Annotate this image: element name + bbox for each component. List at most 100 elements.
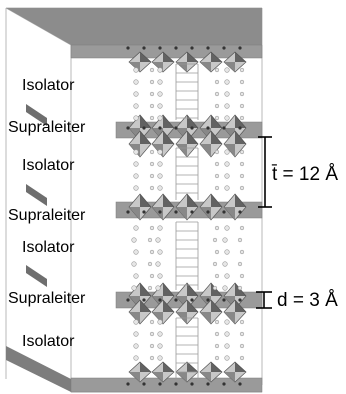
atom-dot bbox=[239, 331, 245, 337]
atom-dot bbox=[131, 285, 137, 291]
atom-dot bbox=[147, 285, 153, 291]
octahedron-top-2 bbox=[175, 51, 199, 73]
atom-dot bbox=[224, 331, 230, 337]
atom-dot bbox=[133, 91, 139, 97]
atom-dot-dark bbox=[158, 46, 162, 50]
octahedron-sc1b-4 bbox=[223, 130, 247, 158]
atom-dot bbox=[214, 273, 220, 279]
atom-dot bbox=[133, 185, 139, 191]
atom-dot bbox=[224, 161, 230, 167]
atom-dot bbox=[214, 67, 220, 73]
atom-dot bbox=[147, 237, 153, 243]
atom-dot bbox=[133, 273, 139, 279]
atom-dot bbox=[157, 79, 163, 85]
atom-dot bbox=[237, 261, 243, 267]
octahedron-bottom-3 bbox=[199, 361, 223, 383]
octahedron-top-4 bbox=[223, 51, 247, 73]
atom-dot-dark bbox=[238, 210, 242, 214]
atom-dot bbox=[222, 237, 228, 243]
atom-dot bbox=[157, 273, 163, 279]
atom-dot bbox=[155, 237, 161, 243]
atom-dot bbox=[133, 79, 139, 85]
octahedron-sc1-1 bbox=[151, 114, 175, 142]
atom-dot bbox=[239, 355, 245, 361]
atom-dot bbox=[131, 261, 137, 267]
atom-dot bbox=[147, 261, 153, 267]
atom-dot-dark bbox=[190, 298, 194, 302]
atom-dot bbox=[224, 67, 230, 73]
period-label: t̄ = 12 Å bbox=[271, 164, 338, 185]
label-isolator-3: Isolator bbox=[22, 239, 75, 256]
atom-ladder bbox=[175, 317, 199, 380]
atom-dot bbox=[212, 285, 218, 291]
octahedron-top-1 bbox=[151, 51, 175, 73]
atom-dot-dark bbox=[142, 46, 146, 50]
atom-dot-dark bbox=[126, 126, 130, 130]
atom-dot-dark bbox=[190, 126, 194, 130]
atom-dot bbox=[239, 67, 245, 73]
octahedron-sc3b-3 bbox=[199, 299, 223, 325]
atom-dot-dark bbox=[206, 210, 210, 214]
atom-dot-dark bbox=[190, 382, 194, 386]
octahedron-sc1b-1 bbox=[151, 130, 175, 158]
label-supraleiter-2: Supraleiter bbox=[8, 207, 86, 224]
atom-dot bbox=[239, 115, 245, 121]
atom-ladder bbox=[175, 63, 199, 120]
atom-dot bbox=[212, 261, 218, 267]
atom-dot bbox=[224, 103, 230, 109]
atom-dot bbox=[157, 67, 163, 73]
atom-dot-dark bbox=[238, 46, 242, 50]
atom-dot bbox=[149, 103, 155, 109]
atom-dot bbox=[214, 225, 220, 231]
atom-dot bbox=[239, 173, 245, 179]
atom-dot bbox=[149, 67, 155, 73]
atom-dot-dark bbox=[158, 210, 162, 214]
atom-dot bbox=[133, 355, 139, 361]
atom-dot bbox=[224, 343, 230, 349]
atom-dot bbox=[157, 115, 163, 121]
atom-dot bbox=[149, 343, 155, 349]
atom-dot bbox=[239, 161, 245, 167]
atom-dot-dark bbox=[126, 46, 130, 50]
atom-dot bbox=[239, 319, 245, 325]
atom-dot-dark bbox=[206, 298, 210, 302]
atom-dot bbox=[224, 319, 230, 325]
atom-dot bbox=[214, 161, 220, 167]
thickness-bracket bbox=[256, 291, 272, 309]
atom-dot-dark bbox=[206, 126, 210, 130]
atom-dot bbox=[149, 225, 155, 231]
atom-dot-dark bbox=[126, 298, 130, 302]
atom-dot bbox=[214, 149, 220, 155]
atom-dot-dark bbox=[174, 382, 178, 386]
octahedron-bottom-0 bbox=[128, 361, 152, 383]
octahedron-top-3 bbox=[199, 51, 223, 73]
atom-dot bbox=[149, 79, 155, 85]
atom-dot bbox=[214, 173, 220, 179]
atom-dot bbox=[239, 91, 245, 97]
atom-dot bbox=[157, 161, 163, 167]
octahedron-sc2-0 bbox=[128, 193, 152, 221]
atom-dot bbox=[157, 249, 163, 255]
octahedron-top-0 bbox=[128, 51, 152, 73]
atom-dot bbox=[239, 103, 245, 109]
atom-dot-dark bbox=[158, 382, 162, 386]
atom-ladder bbox=[175, 147, 199, 200]
atom-dot bbox=[214, 355, 220, 361]
atom-dot bbox=[224, 355, 230, 361]
atom-dot-dark bbox=[142, 210, 146, 214]
atom-dot bbox=[157, 331, 163, 337]
atom-dot bbox=[149, 249, 155, 255]
atom-dot bbox=[133, 319, 139, 325]
atom-dot bbox=[157, 185, 163, 191]
atom-dot bbox=[133, 115, 139, 121]
atom-dot-dark bbox=[222, 382, 226, 386]
atom-dot-dark bbox=[158, 126, 162, 130]
label-isolator-1: Isolator bbox=[22, 77, 75, 94]
atom-dot bbox=[212, 237, 218, 243]
label-isolator-4: Isolator bbox=[22, 333, 75, 350]
atom-dot bbox=[149, 319, 155, 325]
octahedron-bottom-1 bbox=[151, 361, 175, 383]
atom-dot bbox=[239, 79, 245, 85]
atom-dot-dark bbox=[206, 382, 210, 386]
atom-dot bbox=[133, 161, 139, 167]
